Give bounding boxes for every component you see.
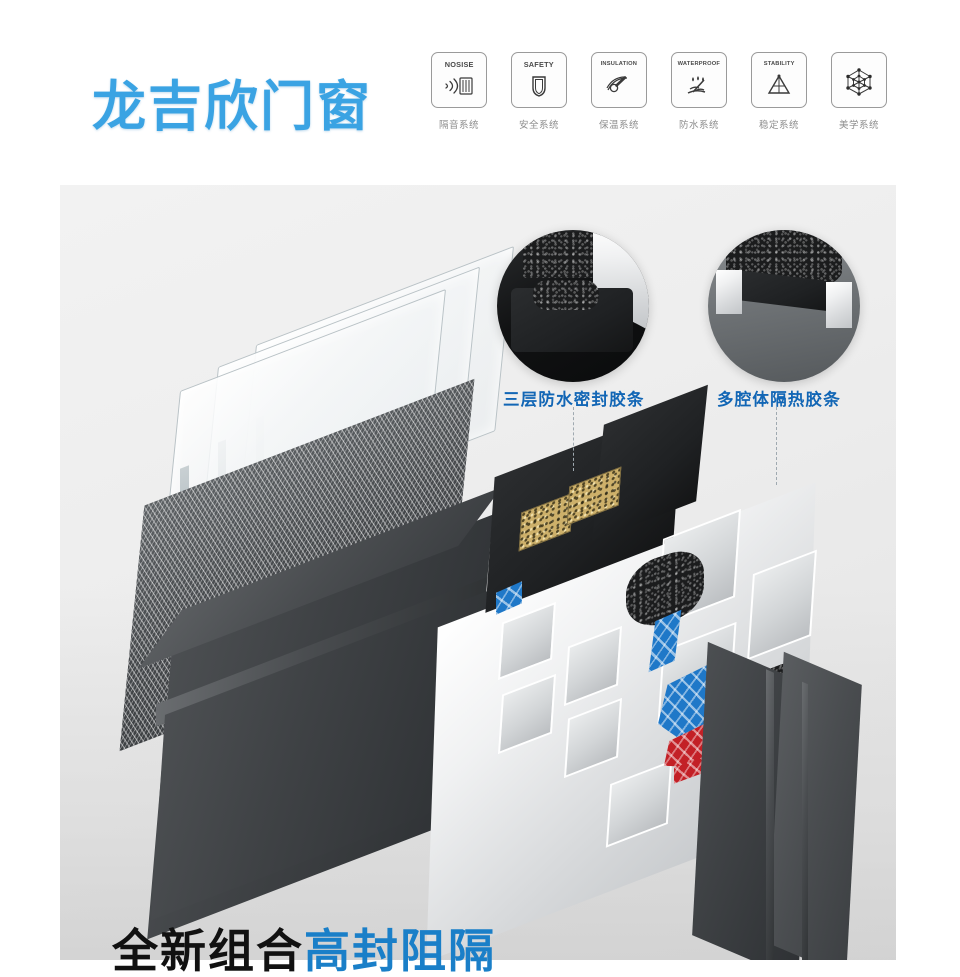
badge-box: WATERPROOF <box>671 52 727 108</box>
feature-badge-stability: STABILITY 稳定系统 <box>750 52 808 131</box>
feature-badge-aesthetics: 美学系统 <box>830 52 888 131</box>
outer-frame-right-groove <box>766 669 774 960</box>
inset-foam <box>523 232 601 278</box>
badge-en-label: SAFETY <box>523 60 555 70</box>
product-photo-panel: 三层防水密封胶条 多腔体隔热胶条 <box>60 185 896 960</box>
badge-cn-label: 隔音系统 <box>438 120 479 131</box>
inset-rail-left <box>716 270 742 314</box>
triangle-icon <box>767 74 791 94</box>
outer-frame-right-face <box>768 651 862 960</box>
badge-cn-label: 保温系统 <box>598 120 639 131</box>
badge-en-label: STABILITY <box>763 61 795 68</box>
feature-badge-insulation: INSULATION 保温系统 <box>590 52 648 131</box>
feature-badge-row: NOSISE 隔音系统 SAFETY 安全系统 <box>430 52 888 131</box>
badge-en-label: NOSISE <box>444 60 474 70</box>
callout-label-seal-strip: 三层防水密封胶条 <box>503 391 645 409</box>
bottom-headline-blue: 高封阻隔 <box>304 925 496 977</box>
badge-cn-label: 安全系统 <box>518 120 559 131</box>
inset-rail-right <box>826 282 852 328</box>
badge-box: SAFETY <box>511 52 567 108</box>
callout-leader-line-right <box>776 407 777 485</box>
water-droplets-icon <box>687 75 706 94</box>
badge-cn-label: 防水系统 <box>678 120 719 131</box>
badge-box: NOSISE <box>431 52 487 108</box>
badge-box: STABILITY <box>751 52 807 108</box>
feature-badge-safety: SAFETY 安全系统 <box>510 52 568 131</box>
page-header: 龙吉欣门窗 NOSISE 隔音系统 SAFETY <box>0 0 960 180</box>
badge-cn-label: 稳定系统 <box>758 120 799 131</box>
feature-badge-waterproof: WATERPROOF 防水系统 <box>670 52 728 131</box>
callout-leader-line-left <box>573 407 574 471</box>
badge-cn-label: 美学系统 <box>838 120 879 131</box>
badge-en-label: INSULATION <box>600 61 638 68</box>
feature-badge-nosise: NOSISE 隔音系统 <box>430 52 488 131</box>
thermometer-icon <box>606 75 628 93</box>
shield-icon <box>532 75 546 97</box>
bottom-headline-dark: 全新组合 <box>112 925 304 977</box>
bottom-headline: 全新组合高封阻隔 <box>112 928 496 974</box>
callout-label-multi-chamber: 多腔体隔热胶条 <box>717 391 841 409</box>
sound-wave-icon <box>445 76 473 95</box>
outer-frame-right-groove-2 <box>802 681 808 960</box>
detail-inset-multi-chamber <box>708 230 860 382</box>
detail-inset-seal-strip <box>497 230 649 382</box>
badge-box: INSULATION <box>591 52 647 108</box>
badge-box <box>831 52 887 108</box>
inset-foam-core <box>533 280 599 310</box>
hexagon-molecule-icon <box>846 68 872 96</box>
badge-en-label: WATERPROOF <box>677 61 721 68</box>
brand-title: 龙吉欣门窗 <box>92 77 372 137</box>
